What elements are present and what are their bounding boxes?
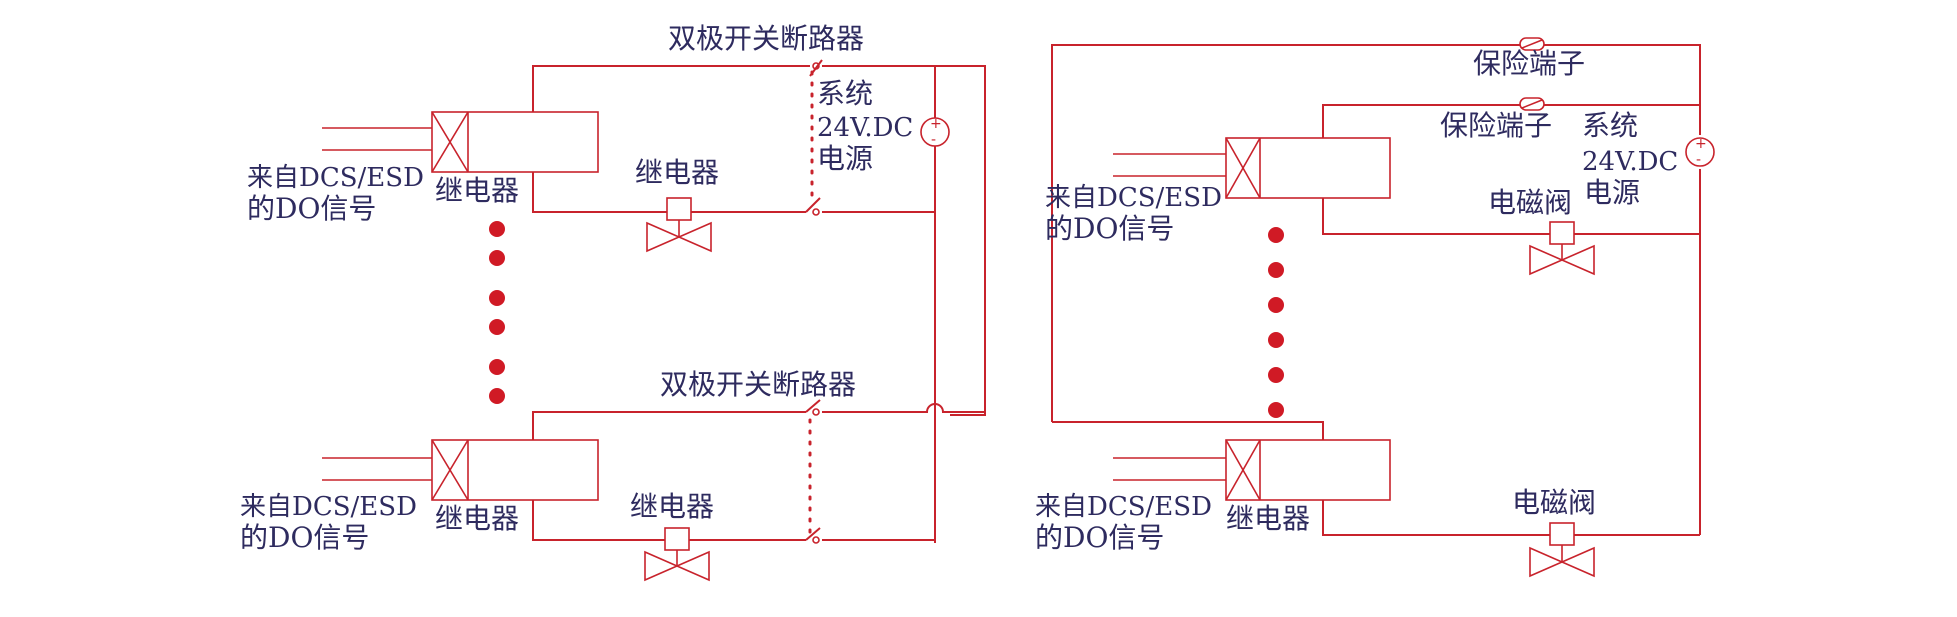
right-diagram: + - bbox=[1035, 37, 1715, 578]
solenoid-label: 电磁阀 bbox=[1488, 186, 1572, 219]
fuse-icon bbox=[1519, 37, 1545, 51]
relay-label: 继电器 bbox=[630, 490, 714, 523]
left-upper-top-wire bbox=[532, 65, 810, 112]
relay-coil-cross bbox=[1225, 439, 1261, 501]
source-label: 的DO信号 bbox=[1045, 212, 1174, 245]
source-label: 的DO信号 bbox=[247, 192, 376, 225]
relay-label: 继电器 bbox=[435, 174, 519, 207]
breaker-switch-icon bbox=[812, 536, 820, 544]
source-label: 来自DCS/ESD bbox=[247, 163, 424, 193]
breaker-label: 双极开关断路器 bbox=[660, 368, 856, 401]
breaker-switch-icon bbox=[805, 527, 821, 541]
dc-source-icon: + - bbox=[920, 66, 950, 543]
left-upper-branch: + - bbox=[322, 59, 986, 543]
fuse-label: 保险端子 bbox=[1440, 109, 1552, 142]
relay-label: 继电器 bbox=[435, 502, 519, 535]
relay-coil-cross bbox=[1225, 137, 1261, 199]
relay-coil-cross bbox=[431, 439, 469, 501]
dc-minus-sign: - bbox=[931, 132, 936, 148]
system-label: 系统 bbox=[817, 77, 873, 110]
right-upper-branch bbox=[1113, 137, 1700, 276]
left-lower-bottom-wire bbox=[532, 500, 806, 541]
solenoid-valve-icon bbox=[1529, 522, 1595, 578]
right-lower-branch bbox=[1052, 421, 1700, 578]
solenoid-valve-icon bbox=[1529, 221, 1595, 276]
source-label: 来自DCS/ESD bbox=[240, 492, 417, 522]
left-continuation-dots bbox=[489, 221, 505, 404]
relay-coil-icon bbox=[431, 111, 599, 173]
right-lower-top-wire bbox=[1052, 421, 1324, 440]
voltage-label: 24V.DC bbox=[1582, 147, 1678, 177]
source-label: 的DO信号 bbox=[240, 521, 369, 554]
fuse-label: 保险端子 bbox=[1473, 47, 1585, 80]
relay-label: 继电器 bbox=[635, 156, 719, 189]
voltage-label: 24V.DC bbox=[817, 113, 913, 143]
relay-coil-cross bbox=[431, 111, 469, 173]
relay-coil-icon bbox=[1225, 439, 1391, 501]
source-label: 的DO信号 bbox=[1035, 521, 1164, 554]
relay-label: 继电器 bbox=[1226, 502, 1310, 535]
solenoid-valve-icon bbox=[644, 527, 710, 582]
right-upper-top-wire bbox=[1322, 104, 1520, 138]
dc-plus-sign: + bbox=[1695, 136, 1707, 152]
power-label: 电源 bbox=[817, 142, 873, 175]
relay-coil-icon bbox=[431, 439, 599, 501]
left-lower-top-wire bbox=[532, 411, 806, 440]
solenoid-valve-icon bbox=[646, 197, 712, 253]
breaker-switch-icon bbox=[805, 399, 821, 413]
breaker-switch-icon bbox=[812, 408, 820, 416]
left-positive-bus bbox=[822, 65, 986, 416]
source-label: 来自DCS/ESD bbox=[1035, 492, 1212, 522]
left-lower-top-wire-hop bbox=[822, 403, 985, 413]
breaker-switch-icon bbox=[812, 208, 820, 216]
solenoid-label: 电磁阀 bbox=[1512, 486, 1596, 519]
power-label: 电源 bbox=[1584, 176, 1640, 209]
left-lower-branch bbox=[322, 399, 985, 582]
left-upper-bottom-wire bbox=[532, 172, 806, 213]
dc-minus-sign: - bbox=[1696, 152, 1701, 168]
left-diagram: + - bbox=[240, 22, 986, 582]
dc-source-icon: + - bbox=[1685, 136, 1715, 168]
source-label: 来自DCS/ESD bbox=[1045, 183, 1222, 213]
breaker-label: 双极开关断路器 bbox=[668, 22, 864, 55]
relay-coil-icon bbox=[1225, 137, 1391, 199]
fuse-icon bbox=[1519, 97, 1545, 111]
breaker-switch-icon bbox=[805, 197, 821, 213]
system-label: 系统 bbox=[1582, 109, 1638, 142]
right-continuation-dots bbox=[1268, 227, 1284, 418]
dc-plus-sign: + bbox=[930, 116, 942, 132]
right-outer-wire bbox=[1051, 44, 1520, 422]
